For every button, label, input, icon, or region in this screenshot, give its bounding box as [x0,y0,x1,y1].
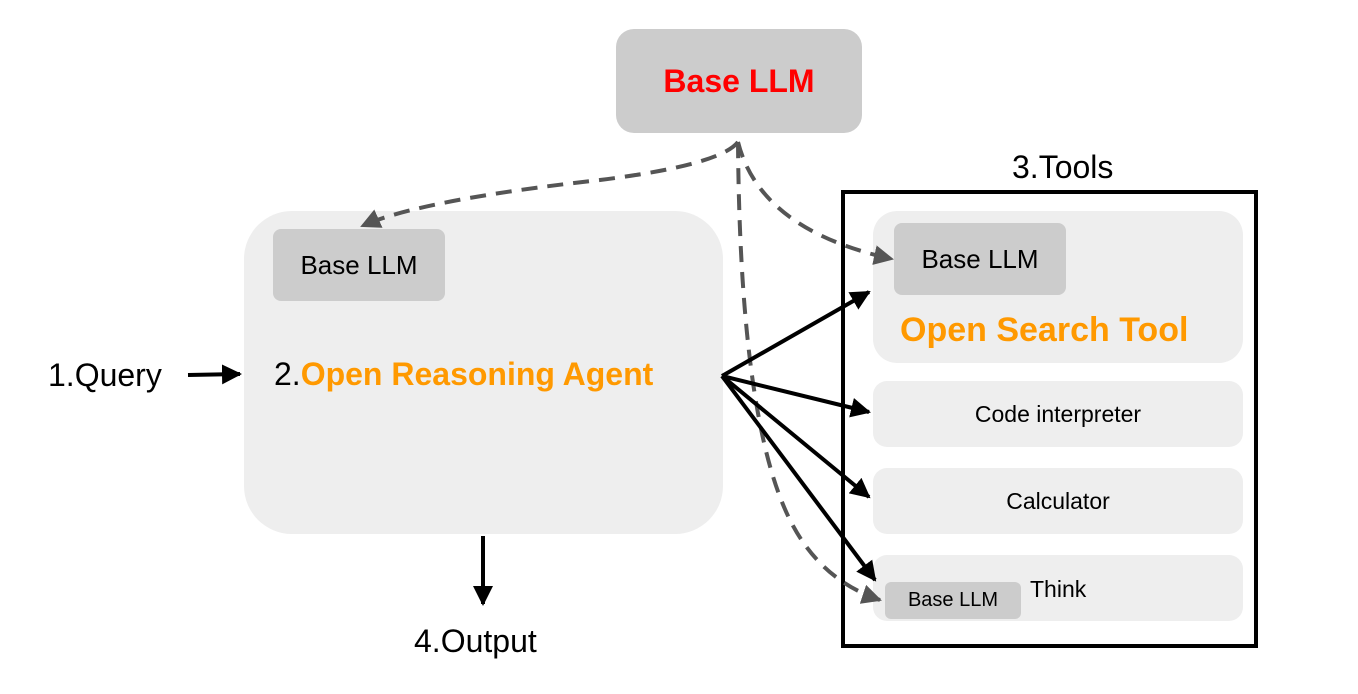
agent-title: 2.Open Reasoning Agent [274,354,653,394]
open-search-tool-title: Open Search Tool [900,311,1189,349]
query-label: 1.Query [48,357,162,393]
think-base-llm-label: Base LLM [907,589,999,611]
agent-name: Open Reasoning Agent [300,356,654,392]
tools-heading: 3.Tools [1012,149,1114,185]
dashed-arrow-to-agent-llm [360,140,740,228]
agent-base-llm-label: Base LLM [300,249,418,280]
top-base-llm-box: Base LLM [616,29,862,133]
arrow-agent-to-think [720,374,877,582]
search-tool-base-llm-label: Base LLM [921,243,1039,274]
output-label: 4.Output [414,623,537,659]
agent-base-llm-box: Base LLM [273,229,445,301]
dashed-arrow-to-think-llm [736,141,882,604]
dashed-arrow-to-search-llm [736,141,894,265]
arrow-agent-to-search [721,290,871,378]
arrow-agent-to-code [721,374,871,418]
think-label: Think [1030,576,1087,602]
calculator-tool-box: Calculator [873,468,1243,534]
code-interpreter-label: Code interpreter [974,400,1142,427]
top-base-llm-label: Base LLM [663,62,815,99]
agent-number: 2. [274,356,301,392]
calculator-label: Calculator [1006,487,1110,514]
search-tool-base-llm-box: Base LLM [894,223,1066,295]
think-base-llm-box: Base LLM [885,582,1021,619]
code-interpreter-tool-box: Code interpreter [873,381,1243,447]
arrow-agent-to-calculator [720,374,871,499]
arrow-query-to-agent [187,364,242,385]
